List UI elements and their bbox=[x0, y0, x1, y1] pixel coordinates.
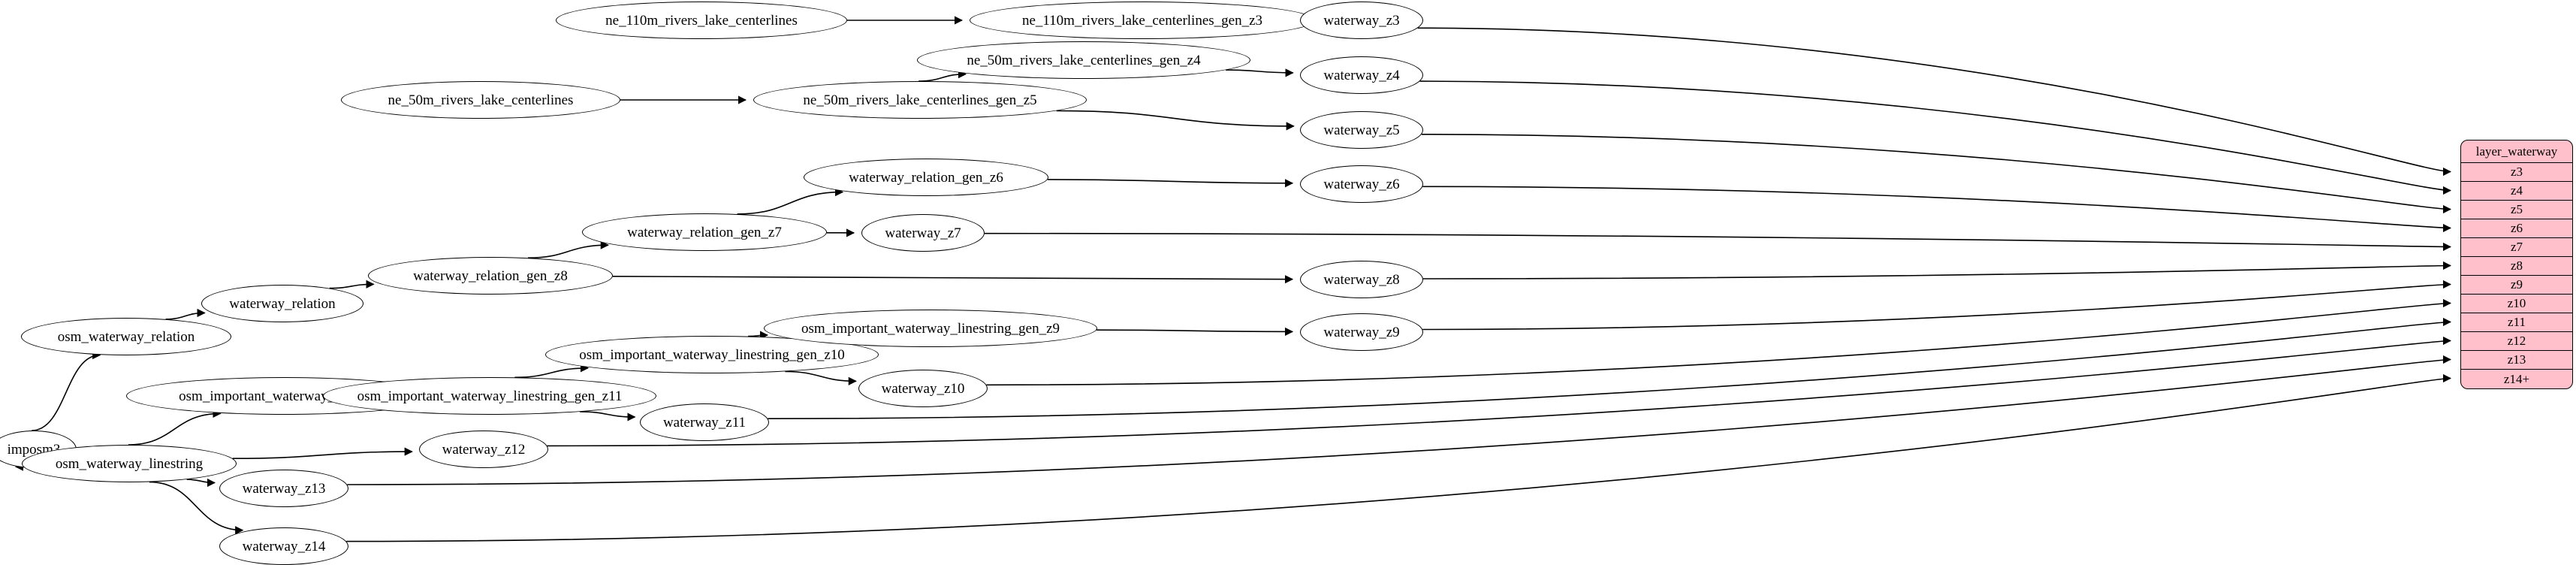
graph-edge bbox=[984, 232, 2452, 252]
graph-node-label: waterway_relation_gen_z7 bbox=[627, 224, 782, 240]
graph-node-label: osm_important_waterway_linestring_gen_z9 bbox=[801, 320, 1060, 337]
record-table-row-z4[interactable]: z4 bbox=[2461, 182, 2572, 201]
graph-node-label: waterway_z13 bbox=[242, 480, 326, 497]
graph-edge bbox=[149, 481, 244, 535]
graph-edge bbox=[1422, 279, 2452, 331]
graph-node-label: ne_50m_rivers_lake_centerlines_gen_z5 bbox=[803, 92, 1037, 108]
graph-edge bbox=[32, 351, 101, 431]
graph-edge bbox=[128, 409, 222, 446]
record-table-row-z6[interactable]: z6 bbox=[2461, 219, 2572, 238]
graph-edge bbox=[1421, 134, 2452, 214]
graph-node-waterway_z7[interactable]: waterway_z7 bbox=[861, 214, 985, 252]
graph-node-ne_50m_rivers_lake_centerlines_gen_z4[interactable]: ne_50m_rivers_lake_centerlines_gen_z4 bbox=[917, 41, 1250, 79]
graph-edge bbox=[1096, 327, 1294, 336]
graph-node-label: waterway_z3 bbox=[1323, 12, 1400, 29]
graph-node-osm_waterway_relation[interactable]: osm_waterway_relation bbox=[21, 318, 231, 355]
graph-edge bbox=[347, 355, 2452, 485]
graph-node-osm_important_waterway_linestring_gen_z11[interactable]: osm_important_waterway_linestring_gen_z1… bbox=[323, 377, 656, 415]
graph-edge bbox=[329, 279, 375, 289]
graph-node-waterway_z8[interactable]: waterway_z8 bbox=[1300, 261, 1423, 298]
graph-node-label: osm_important_waterway_linestring_gen_z1… bbox=[579, 346, 845, 363]
graph-node-waterway_z13[interactable]: waterway_z13 bbox=[219, 470, 348, 507]
graph-node-label: waterway_z11 bbox=[662, 414, 747, 431]
graph-edge bbox=[986, 298, 2452, 386]
graph-node-waterway_z5[interactable]: waterway_z5 bbox=[1300, 111, 1423, 149]
graph-node-waterway_z4[interactable]: waterway_z4 bbox=[1300, 56, 1423, 94]
graph-node-label: osm_waterway_relation bbox=[57, 328, 195, 345]
graph-node-ne_110m_rivers_lake_centerlines[interactable]: ne_110m_rivers_lake_centerlines bbox=[556, 2, 847, 39]
graph-node-ne_50m_rivers_lake_centerlines_gen_z5[interactable]: ne_50m_rivers_lake_centerlines_gen_z5 bbox=[753, 81, 1087, 119]
graph-node-osm_important_waterway_linestring_gen_z9[interactable]: osm_important_waterway_linestring_gen_z9 bbox=[764, 310, 1097, 347]
graph-edge bbox=[1225, 68, 1294, 77]
graph-node-label: osm_important_waterway_linestring_gen_z1… bbox=[357, 388, 623, 404]
graph-node-waterway_relation_gen_z8[interactable]: waterway_relation_gen_z8 bbox=[368, 257, 613, 295]
graph-edge bbox=[1422, 186, 2452, 233]
graph-edge bbox=[346, 373, 2452, 542]
record-table-row-z11[interactable]: z11 bbox=[2461, 313, 2572, 332]
graph-edge bbox=[580, 411, 636, 421]
graph-node-label: waterway_relation_gen_z8 bbox=[413, 267, 568, 284]
graph-node-label: waterway_z14 bbox=[242, 538, 326, 554]
graph-node-waterway_relation_gen_z6[interactable]: waterway_relation_gen_z6 bbox=[804, 159, 1048, 196]
graph-node-label: osm_waterway_linestring bbox=[55, 455, 204, 472]
record-table-row-z9[interactable]: z9 bbox=[2461, 276, 2572, 295]
graph-edge bbox=[527, 240, 609, 258]
record-table-header: layer_waterway bbox=[2461, 140, 2572, 163]
graph-node-waterway_z10[interactable]: waterway_z10 bbox=[858, 370, 988, 407]
graph-node-waterway_relation_gen_z7[interactable]: waterway_relation_gen_z7 bbox=[582, 213, 827, 251]
graph-node-ne_50m_rivers_lake_centerlines[interactable]: ne_50m_rivers_lake_centerlines bbox=[341, 81, 620, 119]
graph-edge bbox=[918, 70, 967, 82]
graph-node-osm_waterway_linestring[interactable]: osm_waterway_linestring bbox=[22, 445, 237, 482]
graph-edge bbox=[186, 478, 216, 488]
graph-node-label: ne_110m_rivers_lake_centerlines bbox=[605, 12, 798, 29]
graph-node-waterway_z11[interactable]: waterway_z11 bbox=[640, 403, 769, 441]
graph-node-label: waterway_z7 bbox=[885, 225, 961, 241]
graph-node-waterway_z6[interactable]: waterway_z6 bbox=[1300, 165, 1423, 203]
graph-node-label: waterway_z8 bbox=[1323, 271, 1400, 288]
record-table-row-z14+[interactable]: z14+ bbox=[2503, 371, 2530, 386]
graph-node-label: waterway_z4 bbox=[1323, 67, 1400, 83]
graph-edge bbox=[1047, 179, 1294, 188]
graph-node-label: ne_110m_rivers_lake_centerlines_gen_z3 bbox=[1021, 12, 1263, 29]
record-table-row-z5[interactable]: z5 bbox=[2461, 201, 2572, 219]
graph-node-label: waterway_z9 bbox=[1323, 324, 1400, 340]
graph-edge bbox=[768, 317, 2452, 419]
graph-node-waterway_z9[interactable]: waterway_z9 bbox=[1300, 313, 1423, 351]
graph-node-waterway_z14[interactable]: waterway_z14 bbox=[219, 527, 348, 565]
graph-node-label: waterway_z5 bbox=[1323, 122, 1400, 138]
graph-node-label: waterway_relation bbox=[229, 295, 336, 312]
graph-node-waterway_z3[interactable]: waterway_z3 bbox=[1300, 2, 1423, 39]
graph-edge bbox=[1419, 80, 2452, 195]
graph-edge bbox=[514, 364, 590, 379]
graph-edge bbox=[612, 275, 1294, 284]
record-table-row-z7[interactable]: z7 bbox=[2461, 238, 2572, 257]
graph-node-label: waterway_z10 bbox=[881, 380, 965, 397]
graph-node-waterway_z12[interactable]: waterway_z12 bbox=[419, 431, 548, 468]
graph-edge bbox=[547, 336, 2452, 447]
graph-node-label: waterway_relation_gen_z6 bbox=[849, 169, 1003, 186]
graph-node-ne_110m_rivers_lake_centerlines_gen_z3[interactable]: ne_110m_rivers_lake_centerlines_gen_z3 bbox=[970, 2, 1315, 39]
graph-edge bbox=[737, 188, 844, 215]
graph-edge bbox=[1056, 110, 1295, 131]
graph-node-label: waterway_z6 bbox=[1323, 176, 1400, 192]
graph-node-label: waterway_z12 bbox=[442, 441, 526, 458]
record-table-row-z12[interactable]: z12 bbox=[2461, 332, 2572, 351]
record-table-row-z8[interactable]: z8 bbox=[2461, 257, 2572, 276]
graph-node-label: ne_50m_rivers_lake_centerlines bbox=[388, 92, 574, 108]
graph-edge bbox=[785, 370, 857, 385]
graph-edge bbox=[1422, 261, 2452, 279]
graph-edge bbox=[1417, 27, 2452, 177]
record-table-row-z13[interactable]: z13 bbox=[2461, 351, 2572, 370]
record-table-row-z10[interactable]: z10 bbox=[2461, 295, 2572, 313]
graph-edge bbox=[232, 447, 413, 459]
graph-edge bbox=[165, 308, 206, 320]
record-table-row-z3[interactable]: z3 bbox=[2461, 163, 2572, 182]
graph-node-waterway_relation[interactable]: waterway_relation bbox=[201, 285, 363, 322]
graph-node-label: ne_50m_rivers_lake_centerlines_gen_z4 bbox=[967, 52, 1201, 68]
